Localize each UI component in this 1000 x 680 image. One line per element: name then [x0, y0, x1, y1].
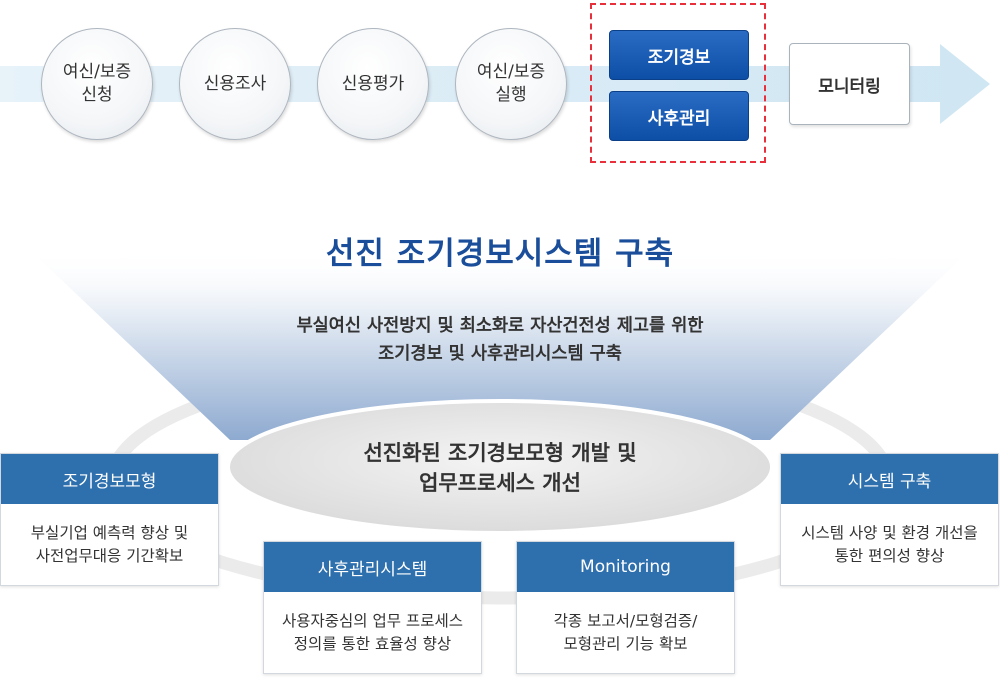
card-post-management-system-body: 사용자중심의 업무 프로세스 정의를 통한 효율성 향상	[264, 592, 481, 673]
card-system-build-line-2: 통한 편의성 향상	[834, 546, 945, 565]
card-post-management-system-title: 사후관리시스템	[264, 542, 481, 592]
step-execution: 여신/보증 실행	[455, 28, 567, 140]
step-apply-label: 여신/보증 신청	[62, 62, 132, 105]
step-execution-label: 여신/보증 실행	[476, 62, 546, 105]
step-credit-rating: 신용평가	[317, 28, 429, 140]
subtitle-line-2: 조기경보 및 사후관리시스템 구축	[378, 344, 622, 364]
card-monitoring-title: Monitoring	[517, 542, 734, 592]
subtitle-line-1: 부실여신 사전방지 및 최소화로 자산건전성 제고를 위한	[296, 316, 704, 336]
center-text: 선진화된 조기경보모형 개발 및 업무프로세스 개선	[300, 438, 700, 498]
card-early-warning-model-line-2: 사전업무대응 기간확보	[35, 546, 184, 565]
funnel-shape	[30, 250, 970, 440]
card-early-warning-model-title: 조기경보모형	[1, 454, 218, 504]
subtitle: 부실여신 사전방지 및 최소화로 자산건전성 제고를 위한 조기경보 및 사후관…	[0, 312, 1000, 368]
card-post-management-system: 사후관리시스템 사용자중심의 업무 프로세스 정의를 통한 효율성 향상	[263, 541, 482, 674]
step-monitoring: 모니터링	[789, 43, 910, 125]
step-post-management-label: 사후관리	[647, 108, 711, 129]
card-post-management-system-line-1: 사용자중심의 업무 프로세스	[282, 611, 463, 630]
step-credit-rating-label: 신용평가	[341, 73, 405, 94]
card-early-warning-model-body: 부실기업 예측력 향상 및 사전업무대응 기간확보	[1, 504, 218, 585]
main-title: 선진 조기경보시스템 구축	[325, 236, 675, 272]
center-ellipse	[226, 399, 774, 535]
step-monitoring-label: 모니터링	[818, 76, 881, 97]
step-early-warning: 조기경보	[609, 30, 749, 80]
step-early-warning-label: 조기경보	[647, 47, 711, 68]
card-system-build-line-1: 시스템 사양 및 환경 개선을	[801, 523, 978, 542]
card-system-build-title: 시스템 구축	[781, 454, 998, 504]
card-early-warning-model: 조기경보모형 부실기업 예측력 향상 및 사전업무대응 기간확보	[0, 453, 219, 586]
card-system-build: 시스템 구축 시스템 사양 및 환경 개선을 통한 편의성 향상	[780, 453, 999, 586]
center-line-1: 선진화된 조기경보모형 개발 및	[363, 441, 637, 465]
step-credit-investigation-label: 신용조사	[203, 73, 267, 94]
card-monitoring-line-1: 각종 보고서/모형검증/	[553, 611, 698, 630]
highlight-dashed-box	[590, 3, 766, 163]
card-monitoring-body: 각종 보고서/모형검증/ 모형관리 기능 확보	[517, 592, 734, 673]
step-post-management: 사후관리	[609, 91, 749, 141]
card-post-management-system-line-2: 정의를 통한 효율성 향상	[293, 634, 452, 653]
step-credit-investigation: 신용조사	[179, 28, 291, 140]
card-monitoring-line-2: 모형관리 기능 확보	[563, 634, 688, 653]
card-monitoring: Monitoring 각종 보고서/모형검증/ 모형관리 기능 확보	[516, 541, 735, 674]
card-system-build-body: 시스템 사양 및 환경 개선을 통한 편의성 향상	[781, 504, 998, 585]
center-line-2: 업무프로세스 개선	[419, 471, 581, 495]
card-early-warning-model-line-1: 부실기업 예측력 향상 및	[30, 523, 189, 542]
step-apply: 여신/보증 신청	[41, 28, 153, 140]
